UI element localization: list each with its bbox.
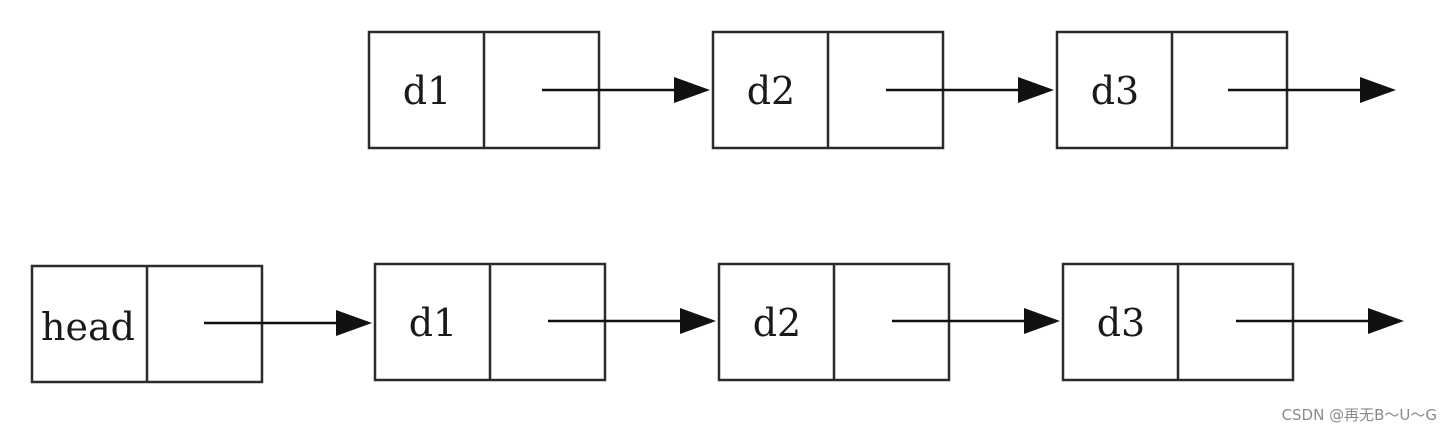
null-pointer-arrow xyxy=(1236,308,1404,334)
node-label: d3 xyxy=(1097,301,1146,345)
row-with-head: head d1 d2 d3 xyxy=(30,262,1404,384)
node-label: d1 xyxy=(409,301,458,345)
next-pointer-arrow xyxy=(892,308,1060,334)
node-label: d3 xyxy=(1091,69,1140,113)
node-label: d1 xyxy=(403,69,452,113)
next-pointer-arrow xyxy=(548,308,716,334)
next-pointer-arrow xyxy=(204,310,372,336)
node-label: d2 xyxy=(747,69,796,113)
null-pointer-arrow xyxy=(1228,77,1396,103)
watermark-text: CSDN @再无B～U～G xyxy=(1281,406,1437,424)
next-pointer-arrow xyxy=(542,77,710,103)
next-pointer-arrow xyxy=(886,77,1054,103)
row-without-head: d1 d2 d3 xyxy=(367,30,1396,150)
node-label: d2 xyxy=(753,301,802,345)
node-label: head xyxy=(41,305,135,349)
